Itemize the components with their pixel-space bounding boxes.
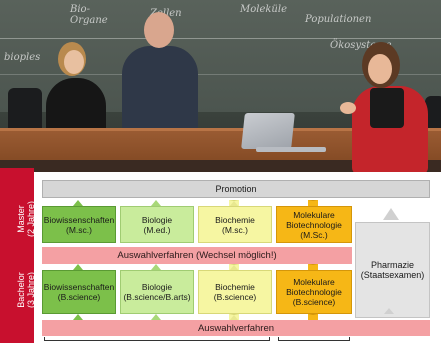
pharmacy-program: Pharmazie (Staatsexamen)	[355, 222, 430, 318]
bachelor-program-biochemie: Biochemie (B.science)	[198, 270, 272, 314]
board-scribble: Populationen	[305, 14, 372, 25]
arrow-up-icon	[229, 264, 239, 271]
person-right	[340, 40, 432, 172]
arrow-up-icon	[229, 200, 239, 207]
arrow-up-icon	[73, 314, 83, 320]
master-program-biowissenschaften: Biowissenschaften (M.sc.)	[42, 206, 116, 243]
arrow-up-icon	[229, 314, 239, 321]
master-program-biologie: Biologie (M.ed.)	[120, 206, 194, 243]
arrow-up-icon	[308, 200, 318, 207]
board-scribble: Bio- Organe	[70, 4, 108, 26]
person-middle	[118, 12, 200, 132]
chair	[8, 88, 42, 134]
board-scribble: bioples	[4, 52, 41, 63]
group-bracket	[278, 337, 350, 341]
video-frame: Bio- Organe Zellen Moleküle Populationen…	[0, 0, 441, 172]
board-scribble: Moleküle	[240, 4, 287, 15]
master-program-molekulare-biotechnologie: Molekulare Biotechnologie (M.Sc.)	[276, 206, 352, 243]
arrow-up-icon	[384, 308, 394, 314]
promotion-box: Promotion	[42, 180, 430, 198]
master-level-label: Master (2 Jahre)	[16, 201, 36, 238]
group-bracket	[44, 337, 270, 341]
laptop	[241, 113, 295, 149]
arrow-up-icon	[308, 264, 318, 271]
master-program-biochemie: Biochemie (M.sc.)	[198, 206, 272, 243]
bachelor-program-biologie: Biologie (B.science/B.arts)	[120, 270, 194, 314]
arrow-up-icon	[73, 264, 83, 270]
bachelor-program-biowissenschaften: Biowissenschaften (B.science)	[42, 270, 116, 314]
arrow-up-icon	[383, 208, 399, 220]
board-scribble: Ökosysteme	[330, 40, 392, 51]
arrow-up-icon	[73, 200, 83, 206]
bachelor-level-label: Bachelor (3 Jahre)	[16, 272, 36, 309]
selection-process-bachelor: Auswahlverfahren	[42, 320, 430, 336]
arrow-up-icon	[308, 314, 318, 321]
selection-process-master: Auswahlverfahren (Wechsel möglich!)	[42, 247, 352, 264]
person-left	[40, 38, 110, 134]
level-sidebar	[0, 168, 34, 343]
arrow-up-icon	[151, 200, 161, 206]
arrow-up-icon	[151, 314, 161, 320]
bachelor-program-molekulare-biotechnologie: Molekulare Biotechnologie (B.science)	[276, 270, 352, 314]
arrow-up-icon	[151, 264, 161, 270]
